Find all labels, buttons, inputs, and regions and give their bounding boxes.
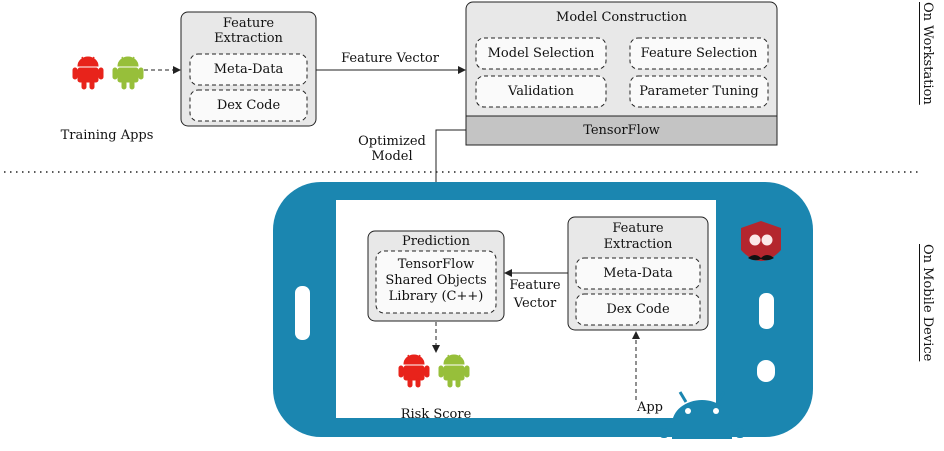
phone-side-button — [759, 293, 774, 329]
validation: Validation — [508, 84, 574, 99]
prediction-line-2: Shared Objects — [385, 273, 487, 288]
device-dex-code: Dex Code — [606, 302, 670, 317]
malware-android-icon — [72, 56, 104, 90]
android-icon — [112, 56, 144, 90]
phone-home-button — [757, 360, 775, 382]
phone-speaker — [295, 286, 310, 340]
on-mobile-device-label: On Mobile Device — [920, 244, 935, 362]
device-meta-data: Meta-Data — [603, 266, 673, 281]
on-workstation-label: On Workstation — [920, 2, 935, 105]
prediction-title: Prediction — [402, 234, 470, 249]
parameter-tuning: Parameter Tuning — [639, 84, 759, 99]
optimized-label-2: Model — [371, 149, 413, 164]
prediction-line-3: Library (C++) — [388, 289, 484, 304]
tensorflow-label: TensorFlow — [583, 123, 660, 138]
device-feature-vector-2: Vector — [513, 296, 557, 311]
ws-meta-data: Meta-Data — [213, 62, 284, 77]
android-app-icon — [660, 391, 744, 439]
model-construction-title: Model Construction — [556, 10, 687, 25]
feature-selection: Feature Selection — [640, 46, 758, 61]
ws-dex-code: Dex Code — [216, 98, 281, 113]
security-logo-icon — [741, 221, 781, 261]
ws-fe-title-2: Extraction — [214, 31, 283, 46]
device-fe-title-1: Feature — [612, 221, 664, 236]
device-feature-vector-1: Feature — [509, 278, 561, 293]
app-label: App — [636, 400, 664, 415]
device-fe-title-2: Extraction — [603, 237, 673, 252]
optimized-label-1: Optimized — [358, 134, 426, 149]
ws-fe-title-1: Feature — [222, 16, 275, 31]
tensorflow-bar — [465, 115, 778, 146]
risk-score-label: Risk Score — [400, 407, 472, 422]
feature-vector-label: Feature Vector — [341, 51, 439, 66]
model-selection: Model Selection — [487, 46, 595, 61]
training-apps-label: Training Apps — [60, 128, 154, 143]
prediction-line-1: TensorFlow — [397, 257, 475, 272]
